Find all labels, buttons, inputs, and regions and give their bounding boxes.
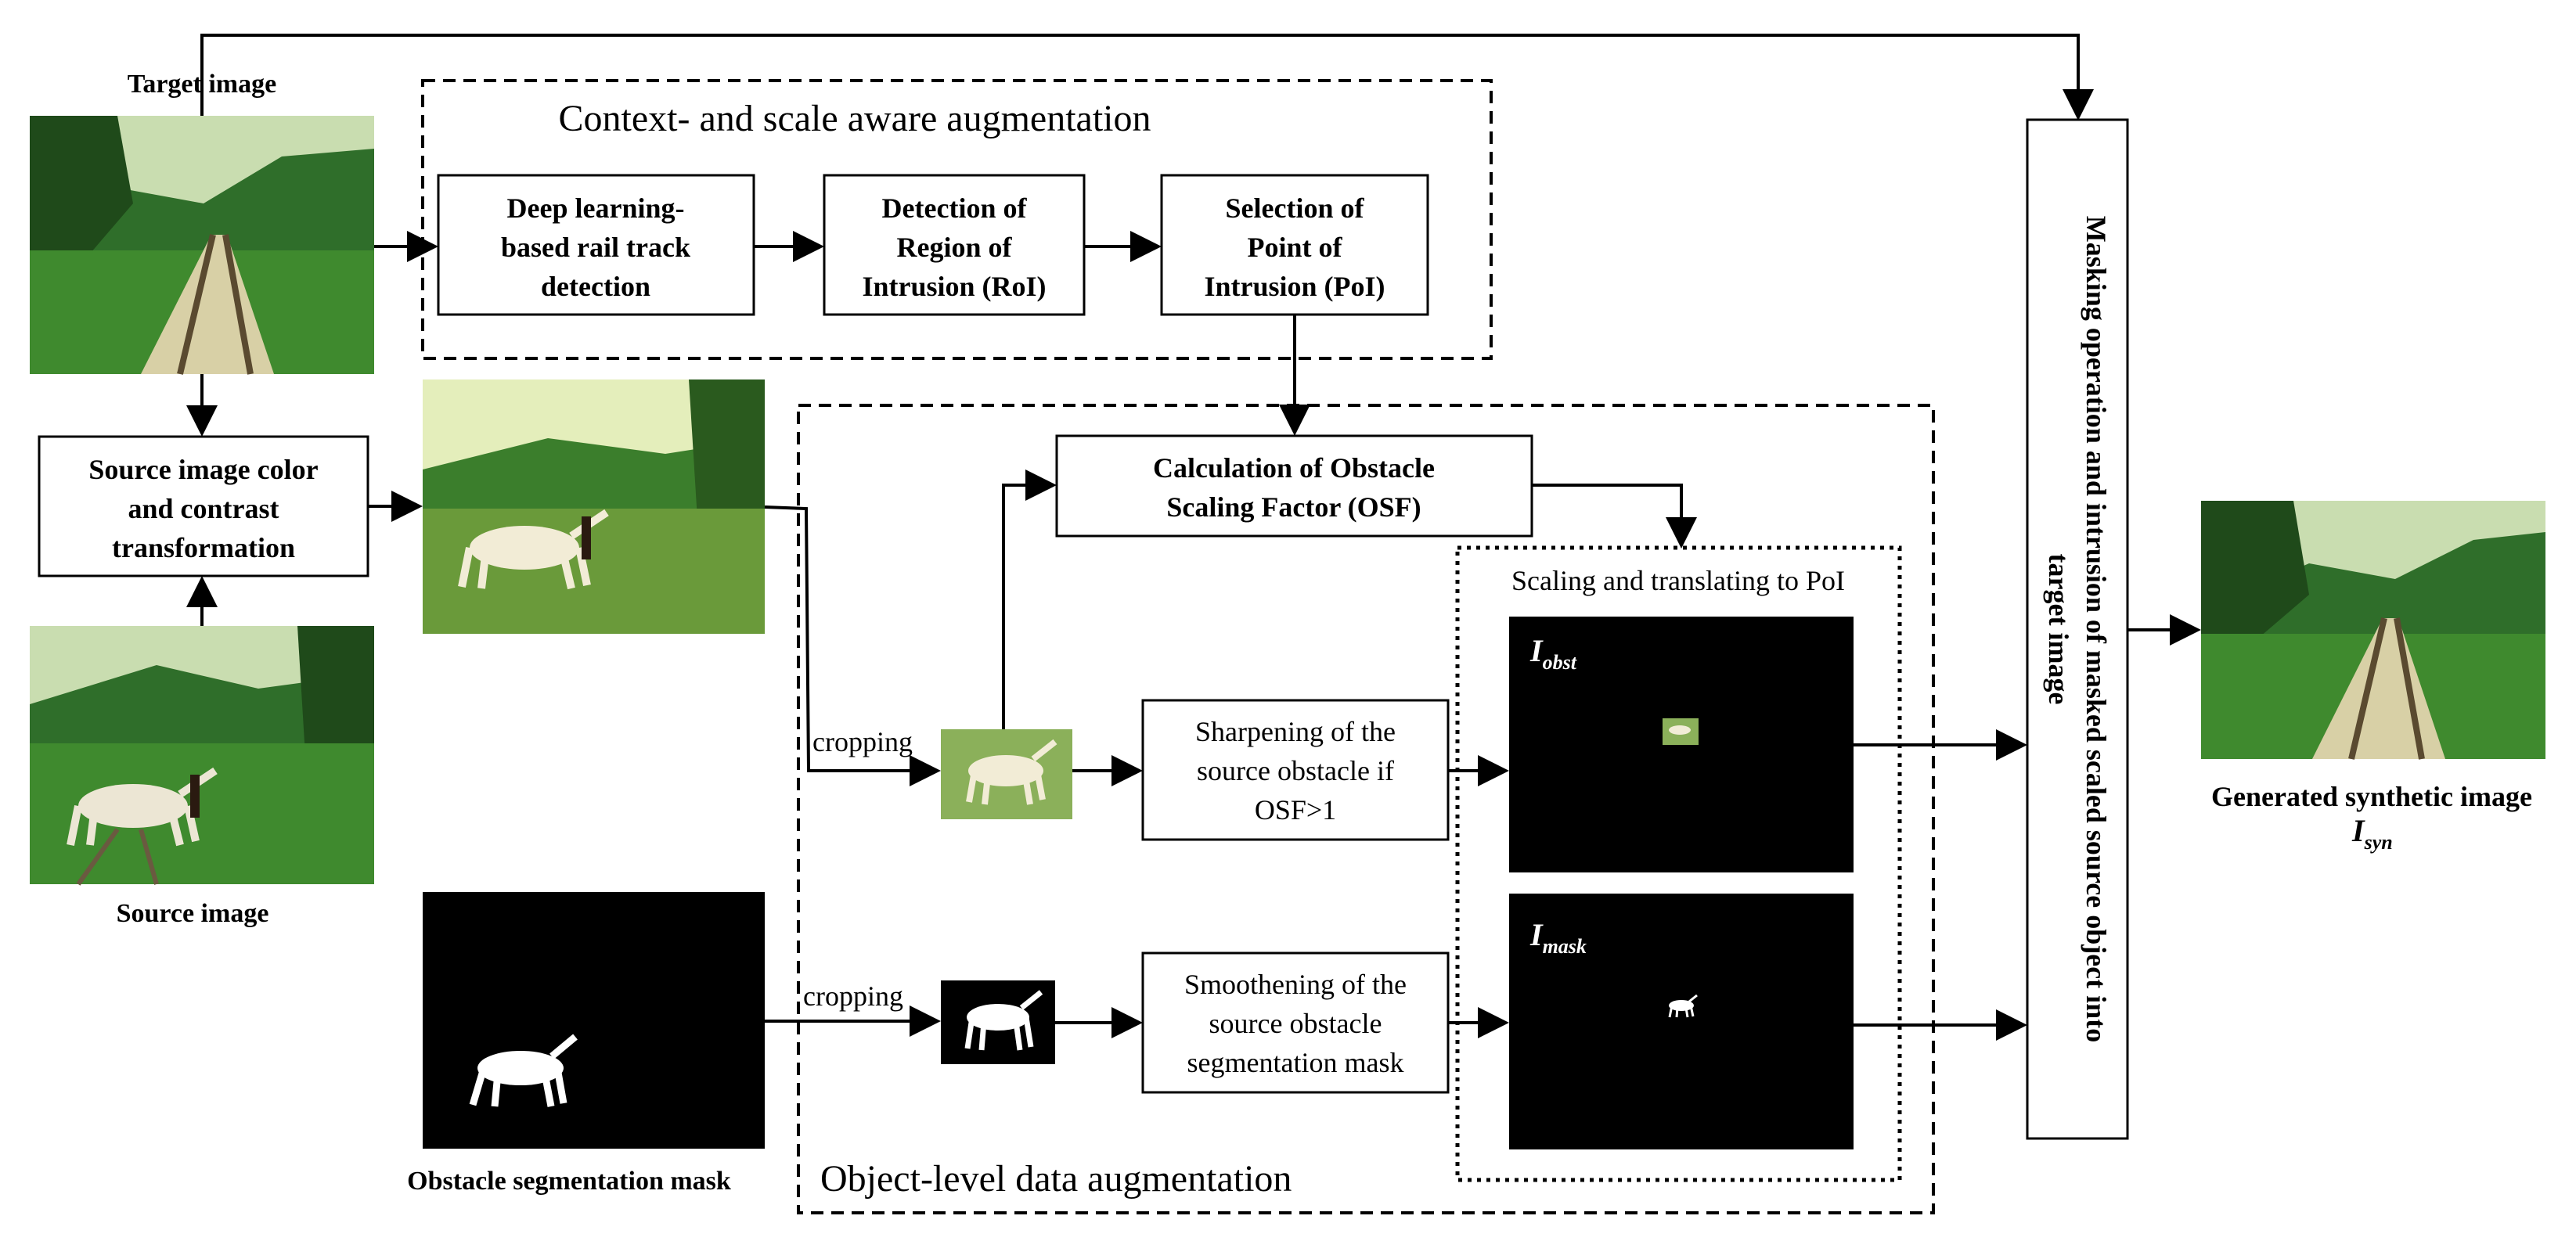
sharpening-box: Sharpening of the source obstacle if OSF… [1141, 699, 1450, 841]
generated-image-symbol: Isyn [2351, 813, 2393, 854]
cropping-label-top: cropping [812, 726, 913, 757]
svg-text:Masking operation and intrusio: Masking operation and intrusion of maske… [2081, 216, 2112, 1042]
mask-panel-symbol: Imask [1529, 917, 1587, 958]
object-augmentation-title: Object-level data augmentation [820, 1158, 1292, 1200]
color-contrast-transformation-box: Source image color and contrast transfor… [38, 435, 369, 577]
svg-text:Calculation of Obstacle: Calculation of Obstacle [1153, 452, 1435, 484]
svg-text:segmentation mask: segmentation mask [1187, 1047, 1404, 1078]
source-image-label: Source image [117, 899, 269, 928]
source-image-thumbnail [30, 626, 374, 886]
svg-text:Sharpening of the: Sharpening of the [1195, 716, 1396, 747]
scaling-translating-title: Scaling and translating to PoI [1511, 565, 1845, 596]
svg-text:Scaling Factor (OSF): Scaling Factor (OSF) [1166, 491, 1421, 523]
obst-panel-symbol: Iobst [1529, 633, 1577, 674]
context-augmentation-group [421, 79, 1493, 360]
svg-text:Detection of: Detection of [882, 192, 1028, 224]
svg-text:transformation: transformation [112, 532, 295, 563]
svg-text:and contrast: and contrast [128, 493, 279, 524]
cropping-label-bottom: cropping [803, 980, 903, 1012]
svg-text:Source image color: Source image color [88, 454, 318, 485]
svg-text:source obstacle: source obstacle [1209, 1008, 1382, 1039]
masking-operation-box: Masking operation and intrusion of maske… [2026, 118, 2129, 1140]
target-image-thumbnail [30, 116, 374, 375]
obstacle-scaled-panel [1509, 617, 1854, 872]
svg-text:detection: detection [541, 271, 650, 302]
generated-synthetic-image [2201, 501, 2545, 760]
rail-track-detection-box: Deep learning- based rail track detectio… [437, 174, 755, 316]
svg-text:Deep learning-: Deep learning- [507, 192, 685, 224]
mask-scaled-panel [1509, 894, 1854, 1149]
scaling-translating-group [1455, 545, 1902, 1182]
obstacle-mask-label: Obstacle segmentation mask [407, 1167, 731, 1196]
svg-text:target image: target image [2043, 554, 2074, 705]
smoothening-box: Smoothening of the source obstacle segme… [1141, 951, 1450, 1094]
osf-calculation-box: Calculation of Obstacle Scaling Factor (… [1055, 434, 1533, 538]
svg-text:based rail track: based rail track [501, 232, 690, 263]
svg-text:Selection of: Selection of [1226, 192, 1365, 224]
poi-selection-box: Selection of Point of Intrusion (PoI) [1160, 174, 1429, 316]
object-augmentation-group [797, 404, 1935, 1214]
svg-text:Intrusion (RoI): Intrusion (RoI) [862, 271, 1046, 302]
generated-image-label: Generated synthetic image [2211, 781, 2532, 812]
transformed-source-image-thumbnail [423, 379, 765, 634]
context-augmentation-title: Context- and scale aware augmentation [558, 98, 1151, 139]
connector-arrows [186, 34, 2201, 1041]
svg-text:Smoothening of the: Smoothening of the [1184, 969, 1407, 1000]
cropped-mask-image [941, 980, 1055, 1064]
svg-text:OSF>1: OSF>1 [1255, 794, 1336, 826]
svg-text:source obstacle if: source obstacle if [1197, 755, 1394, 786]
svg-text:Region of: Region of [897, 232, 1013, 263]
svg-text:Intrusion (PoI): Intrusion (PoI) [1204, 271, 1385, 302]
cropped-obstacle-image [941, 729, 1072, 819]
svg-text:Point of: Point of [1248, 232, 1343, 263]
obstacle-segmentation-mask-image [423, 892, 765, 1149]
roi-detection-box: Detection of Region of Intrusion (RoI) [823, 174, 1086, 316]
